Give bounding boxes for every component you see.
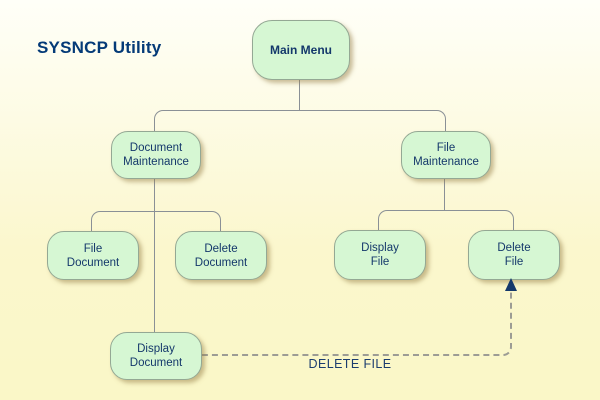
connector-document-branch — [91, 211, 221, 232]
node-file-document: File Document — [47, 231, 139, 280]
delete-file-connector-label: DELETE FILE — [308, 357, 392, 371]
node-label: File Document — [66, 242, 120, 269]
node-delete-document: Delete Document — [175, 231, 267, 280]
node-main-menu: Main Menu — [252, 20, 350, 80]
node-label: Delete File — [497, 242, 531, 268]
arrow-up-icon — [505, 278, 517, 291]
node-delete-file: Delete File — [468, 230, 560, 280]
node-label: Delete Document — [194, 242, 248, 269]
node-display-file: Display File — [334, 230, 426, 280]
node-label: Display File — [361, 242, 399, 268]
connector-mainmenu-down — [299, 78, 300, 111]
page-title: SYSNCP Utility — [37, 38, 162, 57]
node-label: File Maintenance — [413, 142, 479, 168]
node-display-document: Display Document — [110, 332, 202, 380]
connector-level1-branch — [154, 110, 446, 132]
connector-docmaint-to-displaydoc — [154, 177, 155, 332]
node-label: Document Maintenance — [123, 142, 189, 168]
connector-filemaint-down — [444, 177, 445, 211]
node-file-maintenance: File Maintenance — [401, 131, 491, 179]
node-label: Display Document — [129, 343, 183, 369]
node-document-maintenance: Document Maintenance — [111, 131, 201, 179]
node-label: Main Menu — [270, 43, 332, 57]
dashed-delete-file-connector — [200, 292, 512, 356]
connector-file-branch — [378, 210, 514, 231]
